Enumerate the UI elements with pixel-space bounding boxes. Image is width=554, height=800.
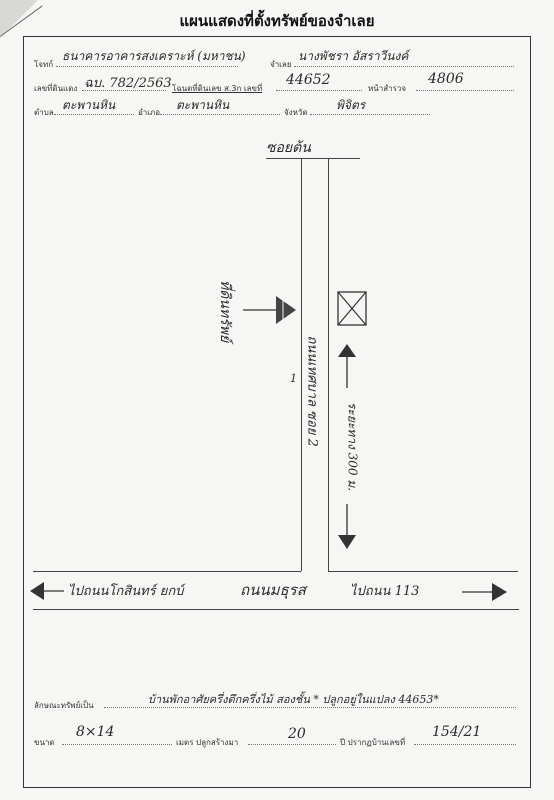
house-no-label: ปี ปรากฏบ้านเลขที่ (340, 738, 406, 747)
subdistrict-value: ตะพานหิน (62, 98, 116, 112)
plaintiff-value: ธนาคารอาคารสงเคราะห์ (มหาชน) (62, 49, 246, 63)
age-label: เมตร ปลูกสร้างมา (176, 738, 239, 747)
deed-value: ฉบ. 782/2563 (84, 76, 172, 91)
plaintiff-label: โจทก์ (34, 60, 54, 69)
left-arrow-icon (30, 582, 64, 600)
soi-left-edge (301, 158, 302, 571)
defendant-value: นางพัชรา อัสราวีนงค์ (298, 49, 409, 63)
size-label: ขนาด (34, 738, 55, 747)
plaintiff-dotline (56, 66, 238, 67)
soi-top-line (266, 158, 360, 159)
deed-label: เลขที่ดินแดง (34, 84, 78, 93)
mark-one: 1 (290, 372, 297, 385)
district-value: ตะพานหิน (176, 98, 230, 112)
survey-value: 4806 (428, 71, 464, 87)
subdistrict-dotline (54, 114, 134, 115)
province-dotline (310, 114, 430, 115)
main-road-label: ถนนมธุรส (240, 581, 306, 599)
property-type-dotline (104, 707, 516, 708)
left-direction-label: ไปถนนโกสินทร์ ยกบ์ (68, 584, 184, 599)
defendant-label: จำเลย (270, 60, 292, 69)
age-dotline (248, 744, 336, 745)
land-no-dotline (276, 90, 362, 91)
page-title: แผนแสดงที่ตั้งทรัพย์ของจำเลย (179, 12, 375, 30)
house-no-dotline (414, 744, 516, 745)
property-type-value: บ้านพักอาศัยครึ่งตึกครึ่งไม้ สองชั้น * ป… (148, 693, 439, 706)
main-road-bottom (33, 609, 519, 610)
defendant-dotline (294, 66, 514, 67)
main-road-top-right (328, 571, 518, 572)
province-value: พิจิตร (336, 98, 366, 112)
right-arrow-icon (462, 583, 507, 601)
survey-label: หน้าสำรวจ (368, 84, 407, 93)
form-frame (23, 36, 531, 788)
district-dotline (160, 114, 280, 115)
age-value: 20 (288, 726, 306, 742)
district-label: อำเภอ (138, 108, 161, 117)
house-box-icon (337, 291, 367, 326)
survey-dotline (416, 90, 514, 91)
property-arrow (243, 296, 296, 324)
size-value: 8×14 (76, 724, 115, 740)
house-no-value: 154/21 (432, 724, 482, 740)
distance-arrow (338, 344, 356, 549)
property-type-label: ลักษณะทรัพย์เป็น (34, 701, 94, 710)
right-direction-label: ไปถนน 113 (350, 584, 420, 599)
main-road-top-left (33, 571, 301, 572)
deed-dotline (82, 90, 166, 91)
soi-start-label: ซอยต้น (266, 140, 311, 156)
subdistrict-label: ตำบล (34, 108, 54, 117)
soi-right-edge (328, 158, 329, 571)
province-label: จังหวัด (284, 108, 308, 117)
land-no-label: โฉนดที่ดินเลข ส.3ก เลขที่ (172, 84, 263, 93)
size-dotline (62, 744, 172, 745)
land-no-value: 44652 (286, 72, 331, 88)
